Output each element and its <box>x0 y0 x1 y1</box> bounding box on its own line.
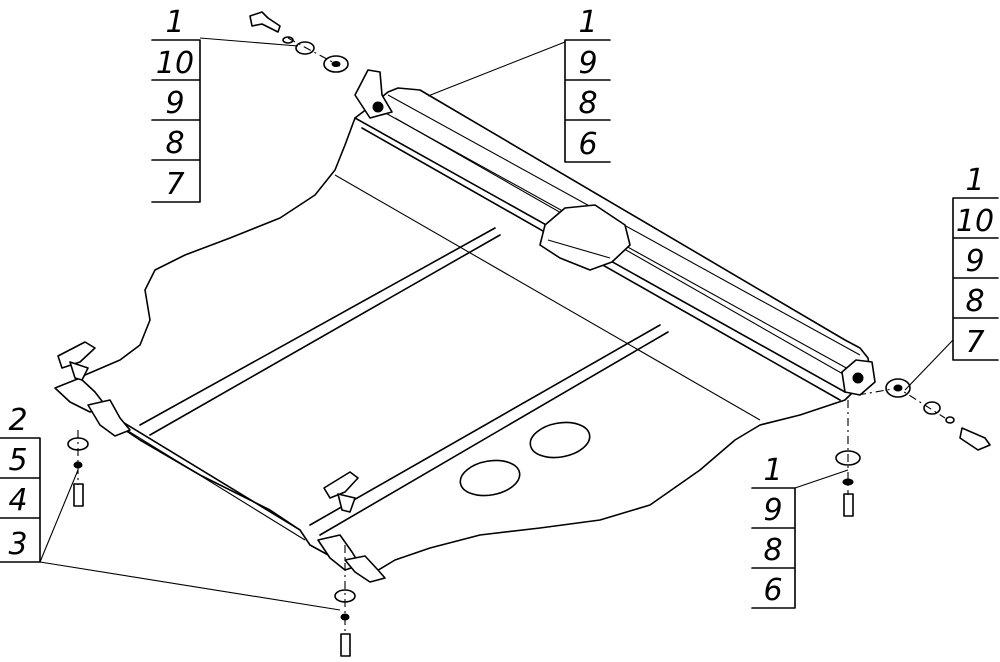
callout-stack-top-left: 1 10 9 8 7 <box>151 5 201 203</box>
fasteners-right <box>885 378 991 451</box>
callout-number: 4 <box>8 483 27 518</box>
callout-number: 1 <box>965 163 984 198</box>
callout-number: 9 <box>763 493 782 528</box>
fasteners-top-left <box>249 11 349 73</box>
callout-number: 7 <box>965 325 984 360</box>
callout-number: 1 <box>763 453 782 488</box>
callout-number: 5 <box>8 443 27 478</box>
hole-oval <box>459 459 521 497</box>
callout-stack-top-center: 1 9 8 6 <box>564 5 611 163</box>
callout-stack-right: 1 10 9 8 7 <box>952 163 999 361</box>
callout-number: 8 <box>578 86 597 121</box>
callout-number: 10 <box>956 204 994 239</box>
callout-number: 3 <box>8 527 27 562</box>
callout-number: 8 <box>965 284 984 319</box>
callout-stack-left: 2 5 4 3 <box>0 403 41 563</box>
callout-number: 6 <box>578 127 597 162</box>
callout-number: 9 <box>165 86 184 121</box>
callout-number: 8 <box>165 126 184 161</box>
center-bracket <box>539 204 631 271</box>
callout-number: 10 <box>156 46 194 81</box>
callout-number: 9 <box>965 244 984 279</box>
callout-number: 2 <box>8 403 27 438</box>
callout-stack-bottom-right: 1 9 8 6 <box>751 453 796 609</box>
hole-oval <box>529 421 591 459</box>
callout-number: 1 <box>578 5 597 40</box>
leader-lines <box>39 37 954 635</box>
callout-number: 8 <box>763 533 782 568</box>
callout-number: 9 <box>578 46 597 81</box>
callout-number: 6 <box>763 573 782 608</box>
callout-number: 1 <box>165 5 184 40</box>
skid-plate <box>54 69 876 583</box>
callout-number: 7 <box>165 167 184 202</box>
